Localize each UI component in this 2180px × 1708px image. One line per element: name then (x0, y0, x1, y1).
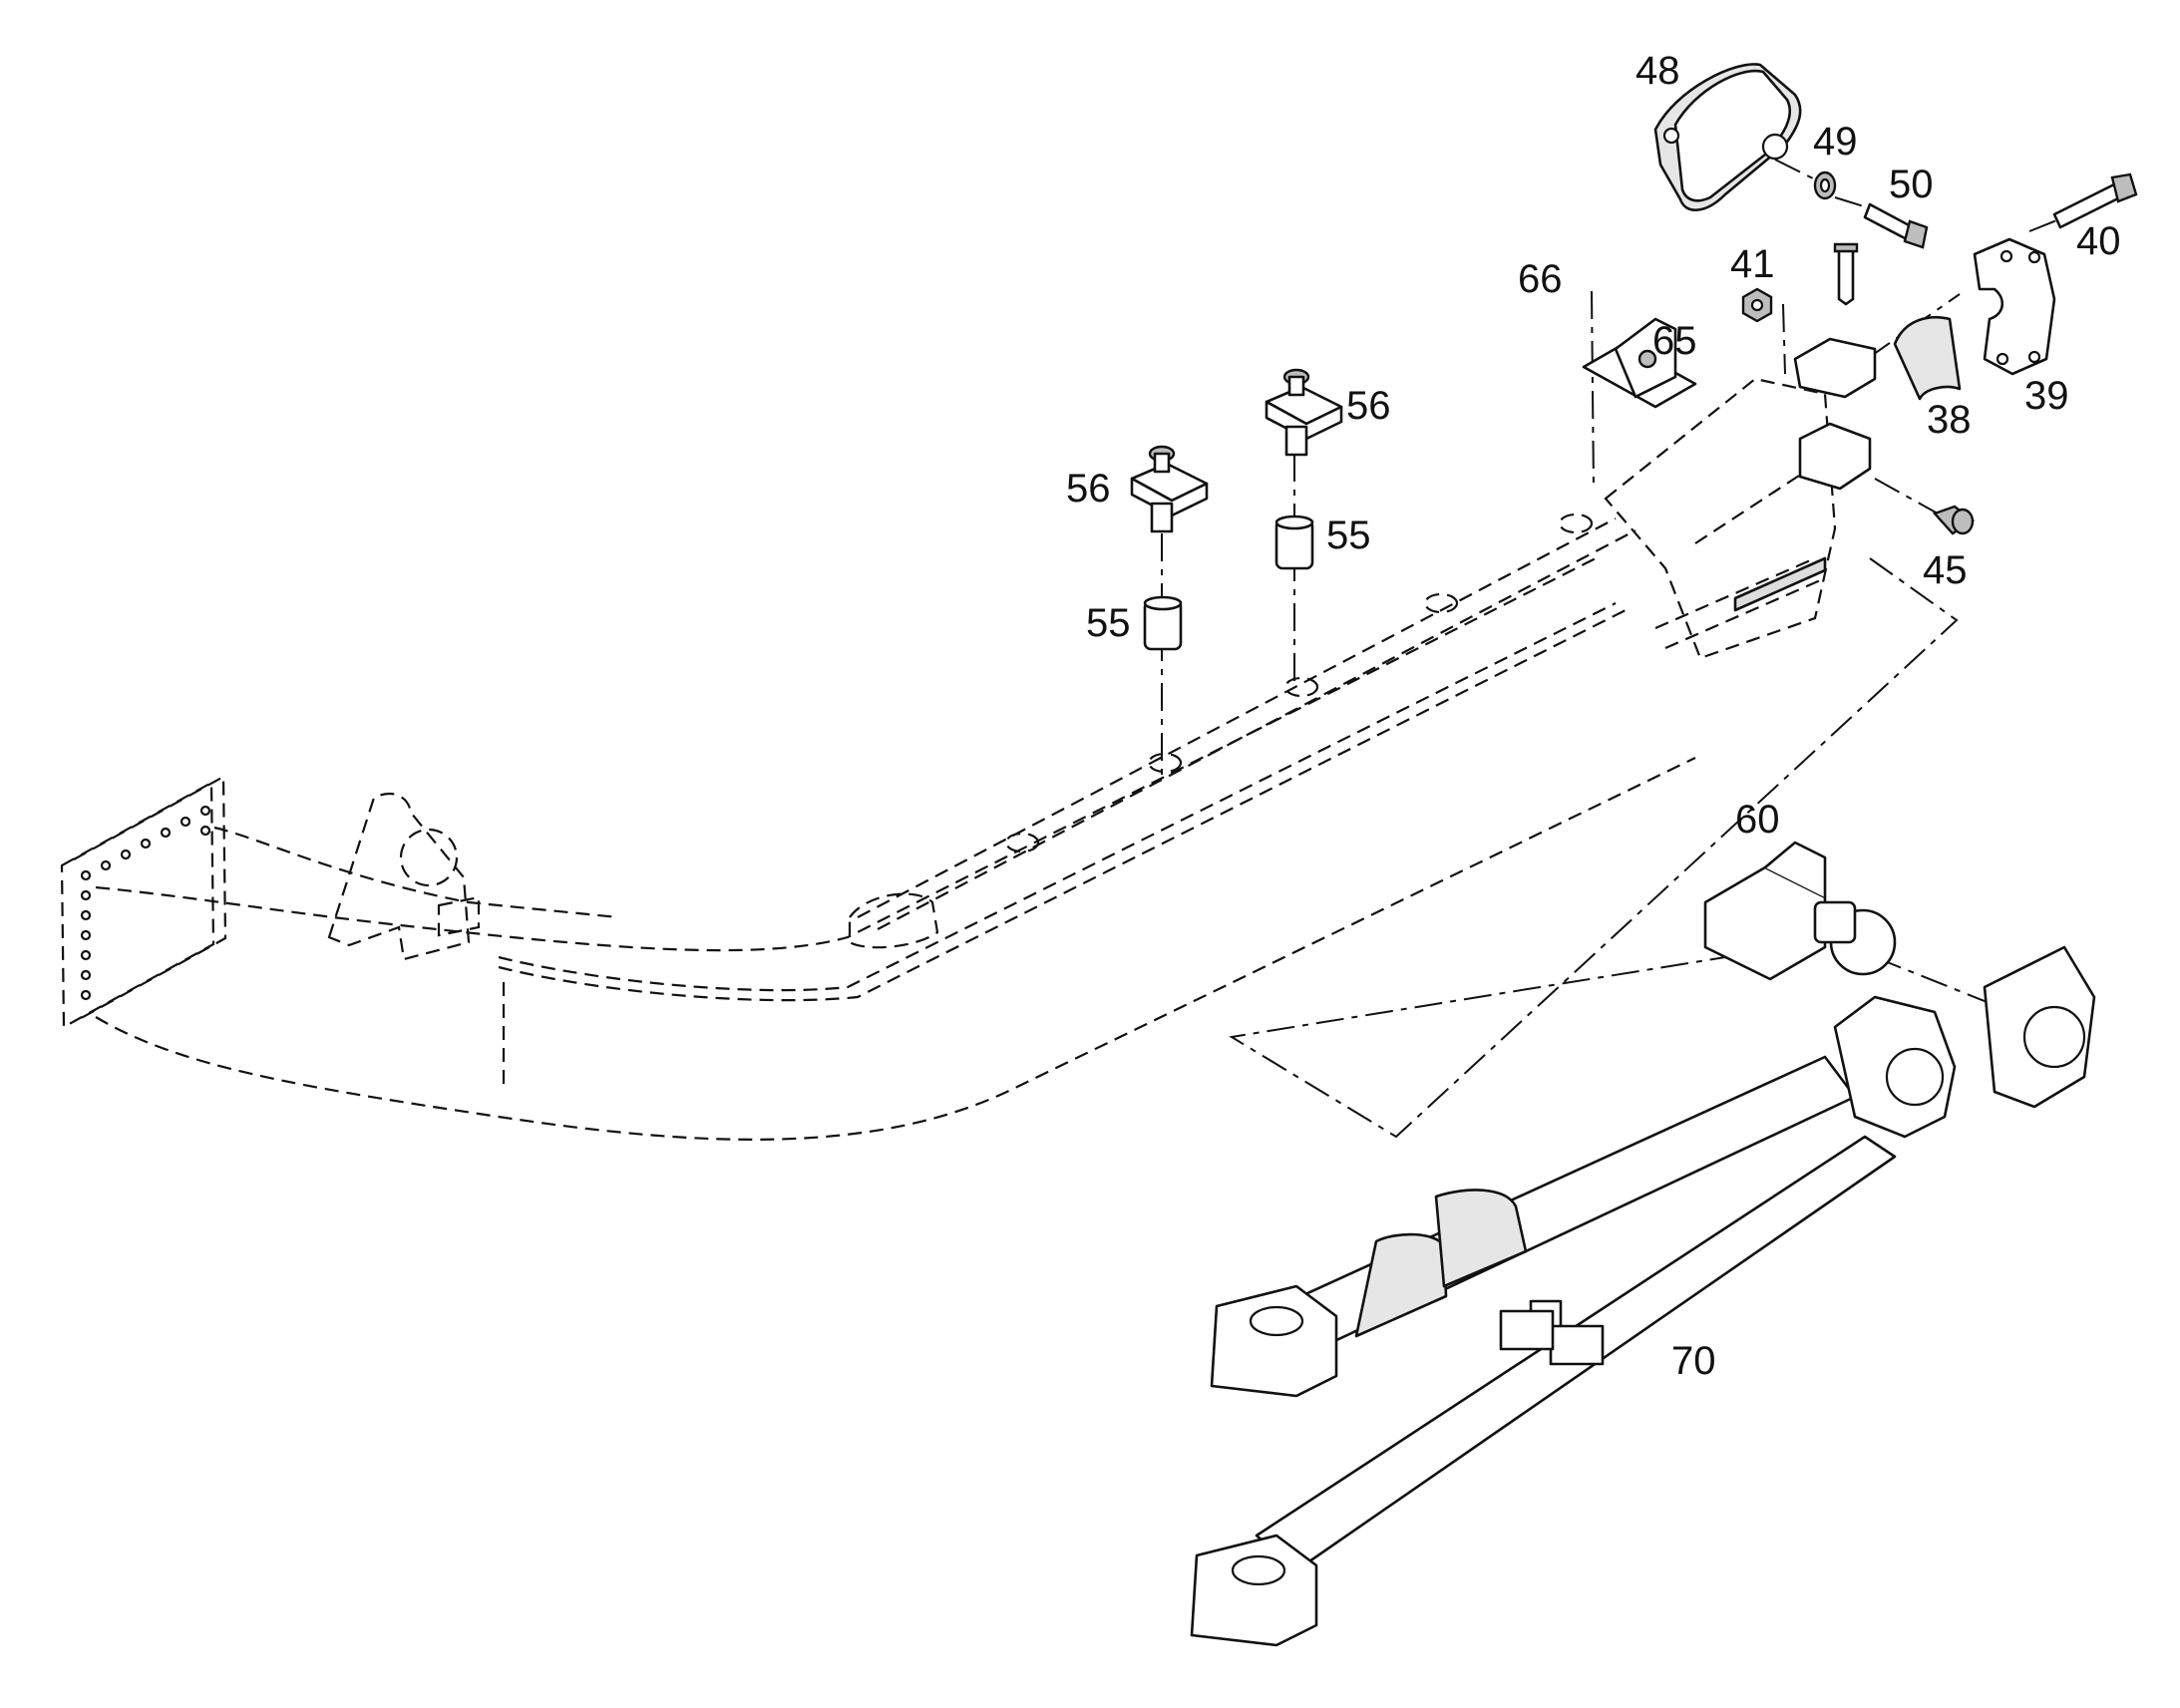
flange-bolt-holes (80, 805, 211, 1001)
v-rod-part-70 (1190, 945, 2096, 1647)
bushing-part-38 (1893, 315, 1962, 401)
axle-beam-phantom (60, 377, 1837, 1141)
bracket-part-65 (1582, 317, 1697, 409)
bolt-part-40 (2052, 172, 2138, 229)
pin-part-56-right (1265, 368, 1343, 457)
callout-38: 38 (1927, 398, 1972, 442)
callout-56-left: 56 (1066, 467, 1111, 511)
pin-part-56-left (1130, 445, 1209, 533)
washer-part-49 (1813, 171, 1837, 200)
plug-part-45 (1932, 505, 1976, 535)
bolt-part-50 (1863, 202, 1929, 249)
callout-55-right: 55 (1326, 513, 1371, 557)
callout-56-right: 56 (1346, 384, 1391, 428)
callout-45: 45 (1923, 548, 1968, 592)
bushing-part-55-left (1143, 595, 1183, 651)
bushing-part-55-right (1274, 514, 1314, 570)
nut-part-41 (1741, 287, 1773, 323)
callout-66: 66 (1518, 257, 1563, 301)
callout-40: 40 (2076, 219, 2121, 263)
callout-55-left: 55 (1086, 601, 1131, 645)
ball-clamp-part-60 (1703, 841, 1897, 981)
bolt-part-66 (1833, 242, 1859, 306)
callout-48: 48 (1635, 49, 1680, 93)
callout-70: 70 (1671, 1339, 1716, 1383)
callout-41: 41 (1730, 242, 1775, 286)
callout-50: 50 (1889, 163, 1934, 206)
callout-65: 65 (1652, 319, 1697, 363)
callout-49: 49 (1813, 120, 1858, 164)
callout-60: 60 (1735, 798, 1780, 842)
callout-39: 39 (2024, 374, 2069, 418)
cover-part-48 (1653, 63, 1802, 211)
clamp-part-39 (1973, 237, 2056, 376)
assembly-lines (1161, 159, 2060, 1139)
end-bracket (1793, 337, 1877, 491)
callout-labels: 48 49 50 40 41 66 65 56 56 55 55 39 38 4… (1066, 49, 2121, 1383)
